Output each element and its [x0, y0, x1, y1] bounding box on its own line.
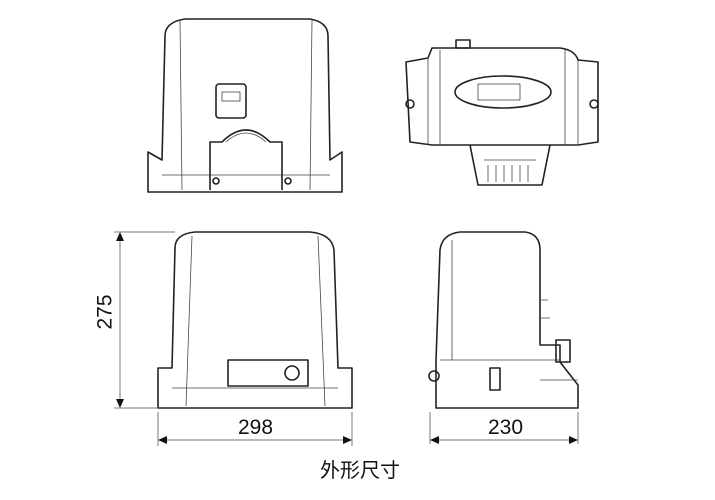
top-view — [405, 39, 599, 186]
depth-dimension-label: 230 — [488, 416, 524, 439]
side-view — [428, 231, 579, 409]
rear-view — [147, 18, 343, 193]
front-view — [157, 231, 353, 409]
height-dimension-label: 275 — [93, 294, 117, 330]
caption: 外形尺寸 — [320, 460, 400, 482]
width-dimension-label: 298 — [238, 416, 274, 439]
dimension-lines — [114, 231, 579, 446]
